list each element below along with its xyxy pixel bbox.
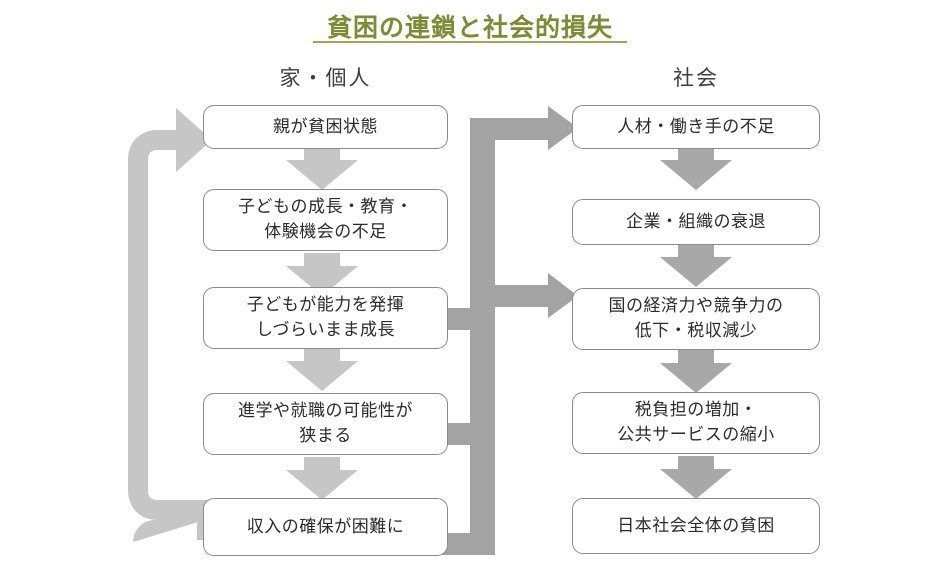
node-left-3[interactable]: 子どもが能力を発揮 しづらいまま成長 <box>203 287 448 349</box>
arrow-to-right-node-1 <box>470 106 578 150</box>
title-underline <box>313 41 627 43</box>
column-header-left: 家・個人 <box>279 67 372 90</box>
down-arrow-right-2 <box>660 244 732 287</box>
stub-from-left-node-4 <box>440 423 480 445</box>
down-arrow-left-4 <box>286 457 358 500</box>
node-left-4-label: 進学や就職の可能性が 狭まる <box>238 401 413 445</box>
node-right-4-label: 税負担の増加・ 公共サービスの縮小 <box>617 400 775 444</box>
node-right-5-label: 日本社会全体の貧困 <box>617 515 775 535</box>
right-down-arrows <box>660 147 732 499</box>
node-left-5-label: 収入の確保が困難に <box>246 516 405 536</box>
node-left-4[interactable]: 進学や就職の可能性が 狭まる <box>203 393 448 455</box>
down-arrow-left-1 <box>286 147 358 190</box>
stub-from-left-node-5 <box>440 533 480 555</box>
node-left-2[interactable]: 子どもの成長・教育・ 体験機会の不足 <box>203 189 448 251</box>
node-left-5[interactable]: 収入の確保が困難に <box>203 498 448 556</box>
page-title: 貧困の連鎖と社会的損失 <box>326 14 613 42</box>
stub-from-left-node-3 <box>440 308 480 330</box>
down-arrow-right-4 <box>660 456 732 499</box>
middle-trunk-connector <box>440 106 578 555</box>
down-arrow-right-1 <box>660 147 732 190</box>
node-left-1-label: 親が貧困状態 <box>273 116 378 136</box>
node-right-3-label: 国の経済力や競争力の 低下・税収減少 <box>608 296 784 340</box>
down-arrow-left-3 <box>286 348 358 391</box>
node-right-1[interactable]: 人材・働き手の不足 <box>572 105 820 149</box>
feedback-loop-arrow <box>128 108 212 542</box>
down-arrow-right-3 <box>660 350 732 393</box>
arrow-to-right-node-3 <box>470 273 578 318</box>
node-left-2-label: 子どもの成長・教育・ 体験機会の不足 <box>238 197 413 241</box>
column-header-right: 社会 <box>673 67 719 90</box>
node-right-2-label: 企業・組織の衰退 <box>626 211 766 231</box>
node-left-1[interactable]: 親が貧困状態 <box>203 105 448 149</box>
node-left-3-label: 子どもが能力を発揮 しづらいまま成長 <box>246 295 405 339</box>
node-right-5[interactable]: 日本社会全体の貧困 <box>572 498 820 554</box>
down-arrow-left-2 <box>286 253 358 296</box>
node-right-1-label: 人材・働き手の不足 <box>617 116 775 136</box>
left-down-arrows <box>286 147 358 500</box>
node-right-4[interactable]: 税負担の増加・ 公共サービスの縮小 <box>572 392 820 454</box>
node-right-3[interactable]: 国の経済力や競争力の 低下・税収減少 <box>572 288 820 350</box>
node-right-2[interactable]: 企業・組織の衰退 <box>572 199 820 245</box>
